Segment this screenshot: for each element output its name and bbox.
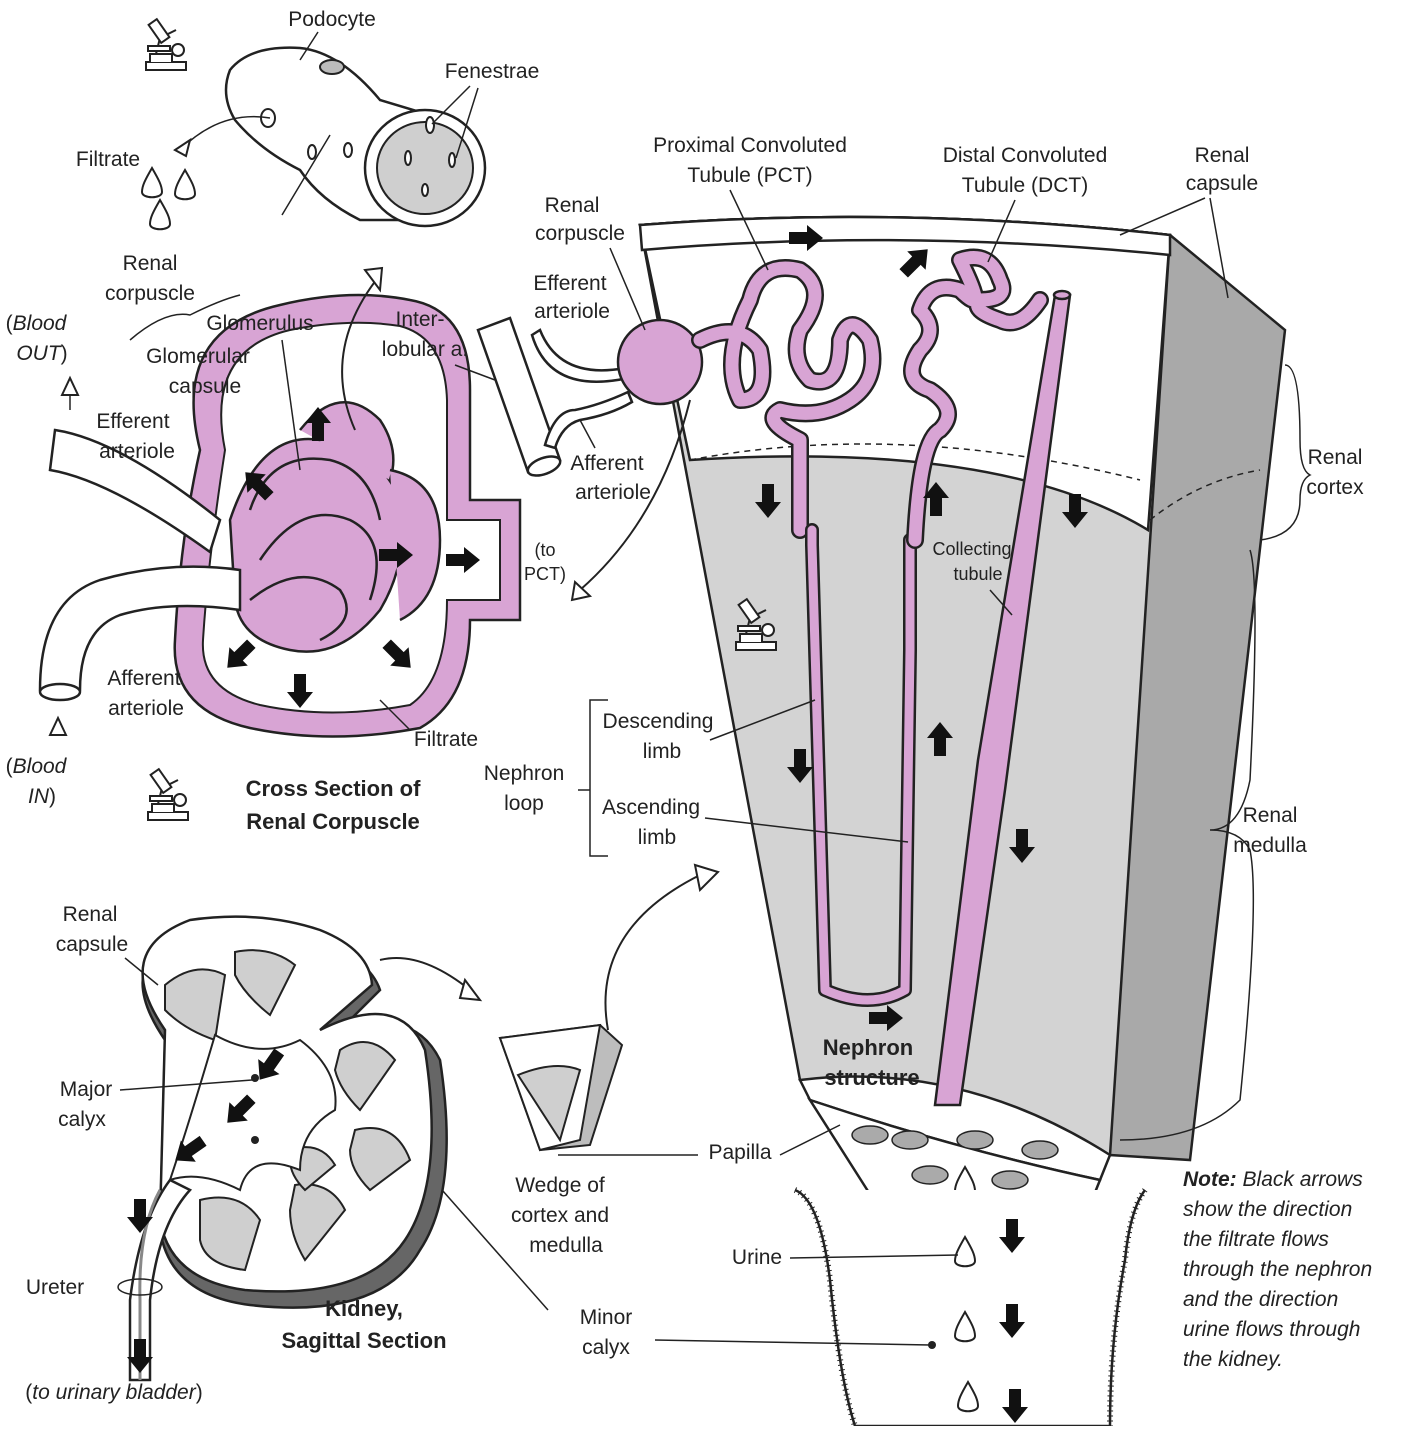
microscope-icon [148,769,188,820]
nephron-renal-capsule-label-line2: capsule [1186,172,1258,195]
ascending-limb-label-line1: Ascending [602,796,700,819]
white-arrow-icon [460,980,480,1000]
collecting-tubule-label-line1: Collecting [932,539,1011,559]
nephron-title-line2: structure [824,1065,919,1090]
white-arrow-icon [50,718,66,735]
ureter-label: Ureter [26,1276,84,1299]
corpuscle-title-line2: Renal Corpuscle [246,809,420,834]
podocyte-label: Podocyte [288,8,376,31]
interlobular-label-line1: Inter- [395,308,444,331]
nephron-efferent-arteriole-label-line2: arteriole [534,300,610,323]
pct-label-line1: Proximal Convoluted [653,134,847,157]
note-line-7: the kidney. [1183,1348,1283,1371]
corpuscle-renal-corpuscle-label-line2: corpuscle [105,282,195,305]
dct-label-line1: Distal Convoluted [943,144,1108,167]
nephron-loop-label-line2: loop [504,792,544,815]
note-line-6: urine flows through [1183,1318,1360,1341]
white-arrow-icon [365,268,382,290]
interlobular-artery [478,318,560,472]
major-calyx-label-line2: calyx [58,1108,106,1131]
blood-in-label-line2: IN) [28,785,56,808]
nephron-efferent-arteriole-label-line1: Efferent [533,272,606,295]
corpuscle-filtrate-label: Filtrate [414,728,478,751]
kidney-renal-capsule-label-line1: Renal [63,903,118,926]
podocyte-inset: Podocyte Fenestrae Filtrate [76,8,539,229]
white-arrow-icon [175,140,190,156]
white-arrow-icon [695,865,718,890]
kidney-title-line1: Kidney, [325,1296,403,1321]
blood-out-label-line1: (Blood [6,312,68,335]
to-urinary-bladder-label: (to urinary bladder) [25,1381,202,1404]
pct-label-line2: Tubule (PCT) [687,164,812,187]
kidney-title-line2: Sagittal Section [281,1328,446,1353]
nephron-renal-corpuscle-label-line1: Renal [545,194,600,217]
efferent-arteriole-nephron [532,330,628,382]
wedge-label-line2: cortex and [511,1204,609,1227]
renal-medulla-label-line2: medulla [1233,834,1307,857]
renal-cortex-label-line2: cortex [1306,476,1364,499]
wedge-label-line1: Wedge of [515,1174,605,1197]
blood-out-label-line2: OUT) [16,342,67,365]
corpuscle-afferent-arteriole-label-line2: arteriole [108,697,184,720]
urine-label: Urine [732,1246,782,1269]
dct-label-line2: Tubule (DCT) [962,174,1088,197]
corpuscle-title-line1: Cross Section of [246,776,421,801]
note-box: Note: Black arrows show the direction th… [1183,1168,1372,1371]
podocyte-nucleus [320,60,344,74]
microscope-icon [146,19,186,70]
droplet-icon [175,170,195,199]
minor-calyx-label-line1: Minor [580,1306,633,1329]
note-line-1: Note: Black arrows [1183,1168,1363,1191]
nephron-title-line1: Nephron [823,1035,913,1060]
ascending-limb-label-line2: limb [638,826,677,849]
capillary-lumen [377,122,473,214]
note-line-4: through the nephron [1183,1258,1372,1281]
white-arrow-icon [62,378,78,395]
descending-limb-label-line1: Descending [603,710,714,733]
major-calyx-label-line1: Major [60,1078,113,1101]
wedge-label-line3: medulla [529,1234,603,1257]
droplet-icon [142,168,162,197]
corpuscle-efferent-arteriole-label-line1: Efferent [96,410,169,433]
blood-in-label-line1: (Blood [6,755,68,778]
nephron-afferent-arteriole-label-line1: Afferent [570,452,643,475]
note-line-2: show the direction [1183,1198,1352,1221]
nephron-loop-label-line1: Nephron [484,762,565,785]
glomerular-capsule-label-line1: Glomerular [146,345,250,368]
renal-corpuscle-ball [618,320,702,404]
note-line-5: and the direction [1183,1288,1338,1311]
corpuscle-efferent-arteriole-label-line2: arteriole [99,440,175,463]
filtrate-label: Filtrate [76,148,140,171]
droplet-icon [150,200,170,229]
glomerulus-label: Glomerulus [206,312,313,335]
afferent-arteriole-nephron [545,392,632,448]
renal-cortex-label-line1: Renal [1308,446,1363,469]
note-line-3: the filtrate flows [1183,1228,1329,1251]
glomerular-capsule-label-line2: capsule [169,375,241,398]
to-pct-label-line1: (to [534,540,555,560]
interlobular-label-line2: lobular a. [382,338,468,361]
to-pct-label-line2: PCT) [524,564,566,584]
papilla-label: Papilla [708,1141,771,1164]
kidney-renal-capsule-label-line2: capsule [56,933,128,956]
fenestrae-label: Fenestrae [445,60,540,83]
nephron-renal-corpuscle-label-line2: corpuscle [535,222,625,245]
renal-medulla-label-line1: Renal [1243,804,1298,827]
descending-limb-label-line2: limb [643,740,682,763]
nephron-renal-capsule-label-line1: Renal [1195,144,1250,167]
nephron-afferent-arteriole-label-line2: arteriole [575,481,651,504]
corpuscle-afferent-arteriole-label-line1: Afferent [107,667,180,690]
minor-calyx-label-line2: calyx [582,1336,630,1359]
corpuscle-renal-corpuscle-label-line1: Renal [123,252,178,275]
collecting-tubule-label-line2: tubule [953,564,1002,584]
